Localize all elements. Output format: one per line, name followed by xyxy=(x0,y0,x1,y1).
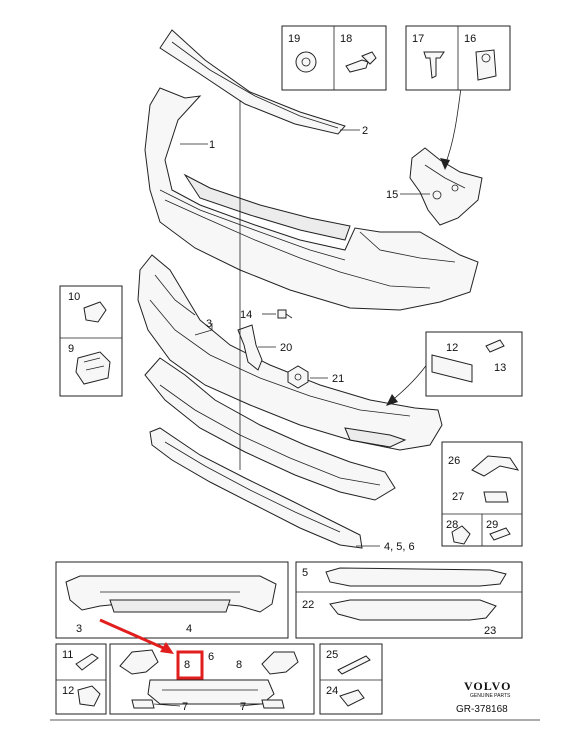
label-9: 9 xyxy=(68,343,74,355)
brand-tagline: GENUINE PARTS xyxy=(470,693,511,699)
label-13: 13 xyxy=(494,362,506,374)
box-5-22-23 xyxy=(295,561,523,639)
label-3-assembly: 3 xyxy=(76,623,82,635)
label-11: 11 xyxy=(62,649,73,661)
part-4-5-6-diffuser xyxy=(149,427,363,549)
box-17-16 xyxy=(405,25,511,91)
label-22: 22 xyxy=(302,599,314,611)
label-27: 27 xyxy=(452,491,464,503)
part-3-bumper-cover xyxy=(137,254,443,451)
brand-block: VOLVO GENUINE PARTS GR-378168 xyxy=(456,679,511,715)
label-14: 14 xyxy=(240,309,252,321)
label-12-lower: 12 xyxy=(62,685,74,697)
arrow-13-to-3 xyxy=(386,359,431,406)
box-19-18 xyxy=(281,25,387,91)
box-11-12 xyxy=(55,643,107,715)
label-4-5-6: 4, 5, 6 xyxy=(384,541,415,553)
callout-labels: 1 2 3 4, 5, 6 15 19 18 17 16 10 9 14 20 … xyxy=(62,33,506,713)
arrow-16-to-15 xyxy=(440,79,463,170)
label-28: 28 xyxy=(446,519,458,531)
part-15-bracket xyxy=(409,147,483,226)
label-6: 6 xyxy=(208,651,214,663)
box-25-24 xyxy=(319,643,383,715)
label-21: 21 xyxy=(332,373,344,385)
label-1: 1 xyxy=(209,139,215,151)
label-7-left: 7 xyxy=(182,701,188,713)
label-10: 10 xyxy=(68,291,80,303)
label-7-right: 7 xyxy=(240,701,246,713)
highlight-part-8 xyxy=(99,618,204,680)
part-1-upper-bumper-cover xyxy=(144,87,479,311)
box-10-9 xyxy=(59,285,123,397)
part-4-lower-panel xyxy=(144,357,396,501)
label-2: 2 xyxy=(362,125,368,137)
box-26-29 xyxy=(441,441,523,547)
part-14-connector xyxy=(277,309,293,319)
label-8-highlighted: 8 xyxy=(184,659,190,671)
label-20: 20 xyxy=(280,342,292,354)
part-2-reinforcement xyxy=(159,29,346,135)
label-29: 29 xyxy=(486,519,498,531)
label-18: 18 xyxy=(340,33,352,45)
label-15: 15 xyxy=(386,189,398,201)
label-4-assembly: 4 xyxy=(186,623,192,635)
box-12-13 xyxy=(425,331,523,397)
label-3: 3 xyxy=(206,318,212,330)
brand-name: VOLVO xyxy=(464,679,511,693)
label-24: 24 xyxy=(326,685,338,697)
label-16: 16 xyxy=(464,33,476,45)
diagram-code: GR-378168 xyxy=(456,704,508,715)
label-5: 5 xyxy=(302,567,308,579)
label-8-right: 8 xyxy=(236,659,242,671)
part-20-bracket xyxy=(237,324,263,371)
label-19: 19 xyxy=(288,33,300,45)
part-21-nut xyxy=(287,365,309,389)
label-17: 17 xyxy=(412,33,424,45)
box-6-7-8 xyxy=(109,643,315,715)
label-25: 25 xyxy=(326,649,338,661)
label-12: 12 xyxy=(446,342,458,354)
label-26: 26 xyxy=(448,455,460,467)
box-assembly-3-4 xyxy=(55,561,289,639)
label-23: 23 xyxy=(484,625,496,637)
